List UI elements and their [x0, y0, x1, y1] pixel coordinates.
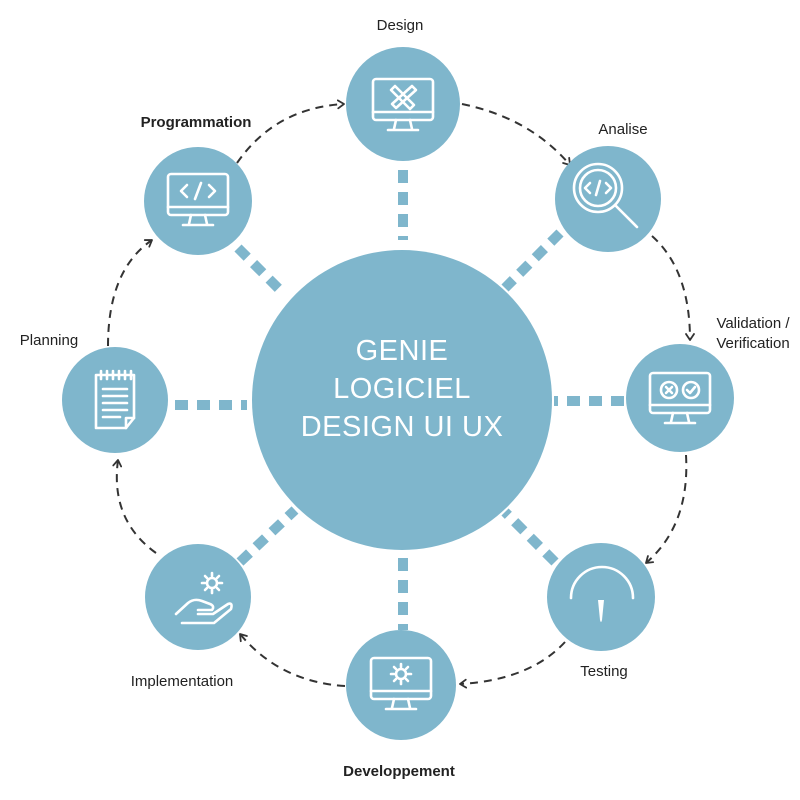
- node-developpement: Developpement: [343, 630, 456, 780]
- node-planning: Planning: [20, 332, 168, 453]
- label-design: Design: [377, 17, 424, 34]
- notepad-icon: [94, 369, 136, 430]
- label-validation-line2: Verification: [716, 335, 789, 352]
- arrow-implementation-to-planning: [112, 459, 157, 554]
- node-testing: Testing: [547, 543, 655, 680]
- center-title-line3: DESIGN UI UX: [301, 411, 504, 443]
- hand-gear-icon: [174, 571, 233, 625]
- label-testing: Testing: [580, 663, 628, 680]
- arrow-programmation-to-design: [236, 99, 345, 164]
- spoke-connectors: [175, 170, 624, 630]
- monitor-code-icon: [166, 172, 230, 227]
- spoke-testing: [501, 508, 559, 566]
- monitor-gear-icon: [369, 656, 433, 711]
- gauge-icon: [569, 565, 635, 622]
- label-implementation: Implementation: [131, 673, 234, 690]
- center-title-line1: GENIE: [356, 335, 449, 367]
- spoke-analise: [501, 229, 564, 292]
- node-programmation: Programmation: [141, 114, 252, 255]
- label-analise: Analise: [598, 121, 647, 138]
- center-hub: GENIE LOGICIEL DESIGN UI UX: [252, 250, 552, 550]
- center-title-line2: LOGICIEL: [333, 373, 471, 405]
- node-design: Design: [346, 17, 460, 161]
- spoke-programmation: [234, 244, 287, 297]
- arrow-planning-to-programmation: [107, 239, 153, 347]
- label-validation-line1: Validation /: [716, 315, 790, 332]
- spoke-implementation: [236, 506, 299, 566]
- label-planning: Planning: [20, 332, 78, 349]
- node-implementation: Implementation: [131, 544, 251, 690]
- arrow-testing-to-developpement: [459, 641, 566, 689]
- cycle-arrows: [107, 99, 695, 689]
- arrow-design-to-analise: [461, 103, 571, 166]
- monitor-x-check-icon: [648, 371, 712, 425]
- monitor-pencil-ruler-icon: [371, 77, 435, 132]
- arrow-validation-to-testing: [645, 454, 688, 564]
- magnifier-code-icon: [572, 162, 639, 229]
- label-developpement: Developpement: [343, 763, 455, 780]
- arrow-developpement-to-implementation: [239, 633, 346, 687]
- label-programmation: Programmation: [141, 114, 252, 131]
- arrow-analise-to-validation: [651, 235, 695, 341]
- node-validation: Validation / Verification: [626, 315, 790, 452]
- node-analise: Analise: [555, 121, 661, 252]
